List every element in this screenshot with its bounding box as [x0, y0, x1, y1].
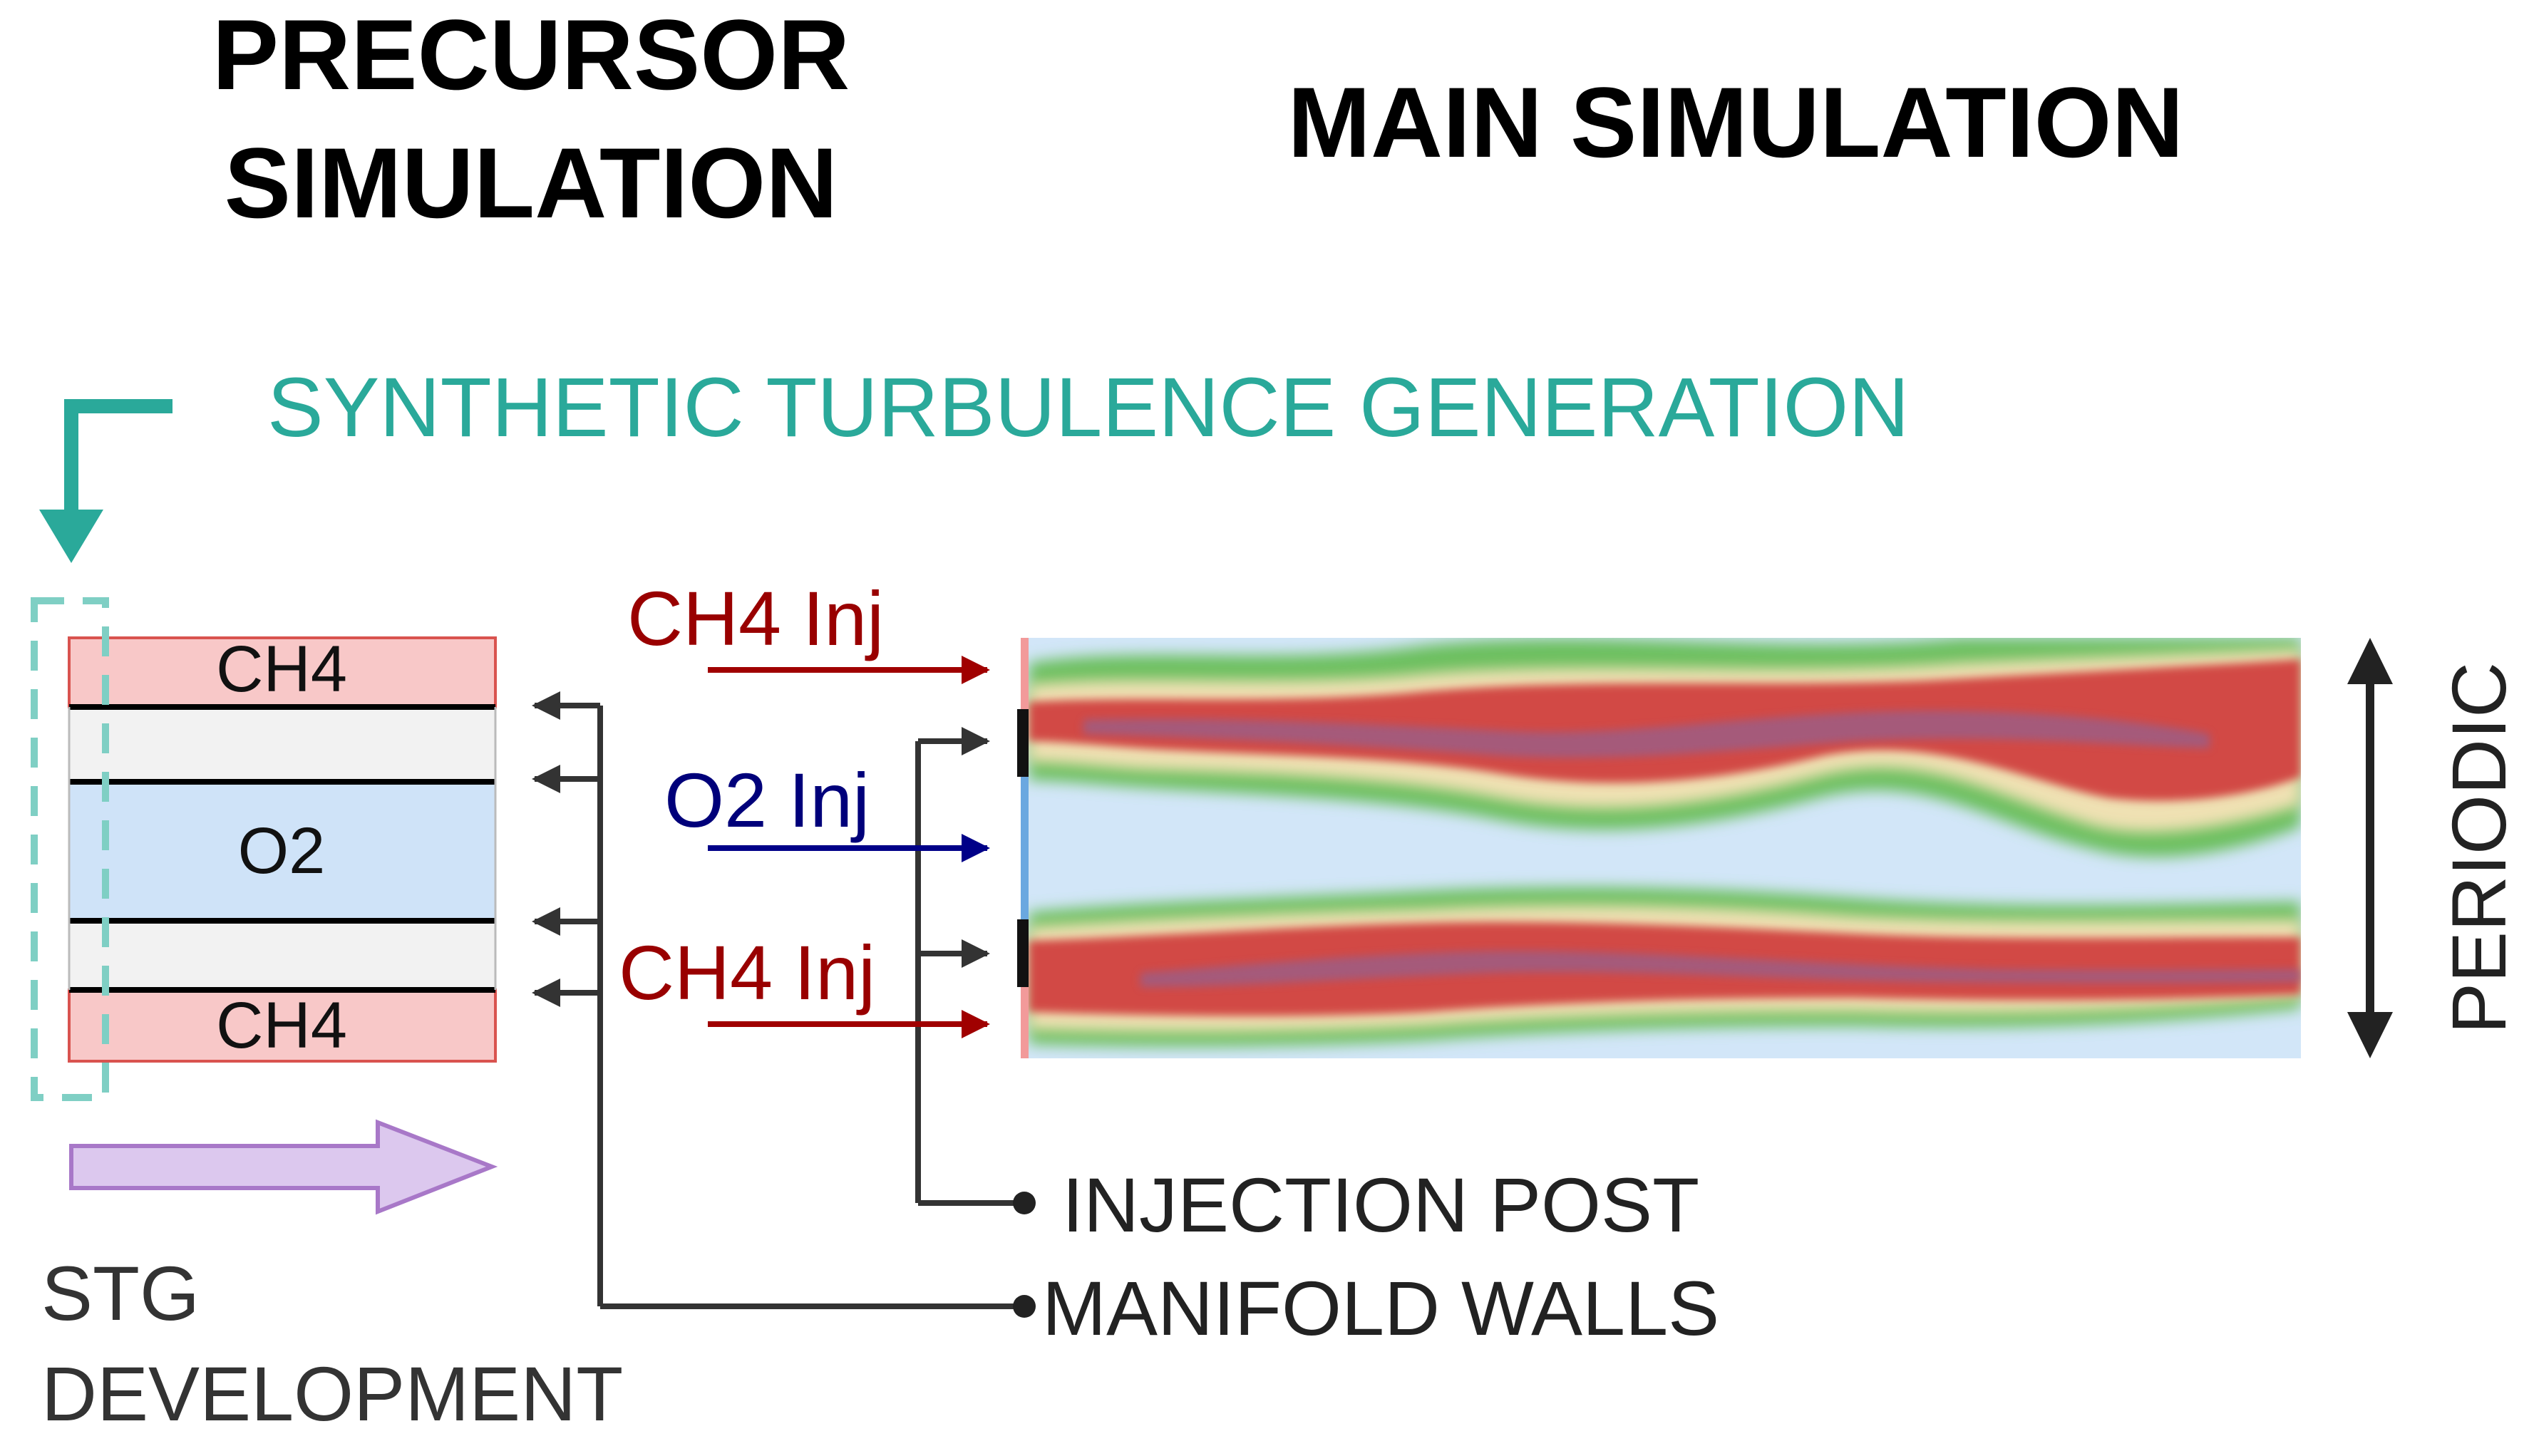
injection-post-dot [1013, 1192, 1036, 1214]
ch4-top-label: CH4 [216, 633, 347, 706]
manifold-walls-label: MANIFOLD WALLS [1042, 1265, 1719, 1351]
development-label-line1: STG [41, 1250, 200, 1336]
inlet-ch4-top-strip [1021, 638, 1029, 709]
injection-post-wall-bottom [1017, 919, 1029, 987]
wall-gap-top [69, 707, 495, 782]
ch4-inj-top-label: CH4 Inj [627, 575, 884, 661]
main-simulation-title: MAIN SIMULATION [1287, 66, 2183, 178]
ch4-top-layer [68, 636, 497, 708]
upper-core-purple [1083, 711, 2210, 758]
injection-post-label: INJECTION POST [1062, 1162, 1699, 1248]
manifold-walls-dot [1013, 1295, 1036, 1318]
periodic-double-arrow [2347, 638, 2393, 1058]
development-arrow [69, 1119, 498, 1215]
stg-label: SYNTHETIC TURBULENCE GENERATION [267, 361, 1909, 455]
development-label-line2: DEVELOPMENT [41, 1351, 623, 1437]
manifold-walls-bracket [532, 691, 1024, 1309]
stg-bent-arrow [39, 399, 172, 563]
ch4-inj-bottom-label: CH4 Inj [619, 929, 875, 1016]
ch4-bottom-label: CH4 [216, 989, 347, 1062]
o2-inj-label: O2 Inj [664, 757, 870, 843]
stg-plane-dashed-box [31, 597, 109, 1101]
main-simulation-field [1029, 638, 2301, 1058]
lower-core-purple [1140, 951, 2301, 987]
injection-post-bracket [915, 727, 1024, 1206]
periodic-label: PERIODIC [2436, 662, 2522, 1034]
inlet-ch4-bottom-strip [1021, 987, 1029, 1058]
wall-gap-bottom [69, 921, 495, 990]
o2-layer [69, 782, 495, 921]
inlet-o2-strip [1021, 777, 1029, 919]
precursor-domain: CH4 O2 CH4 [68, 633, 497, 1063]
precursor-title-line2: SIMULATION [225, 127, 838, 239]
o2-label: O2 [238, 815, 326, 887]
injection-post-wall-top [1017, 709, 1029, 777]
precursor-title-line1: PRECURSOR [212, 0, 850, 110]
